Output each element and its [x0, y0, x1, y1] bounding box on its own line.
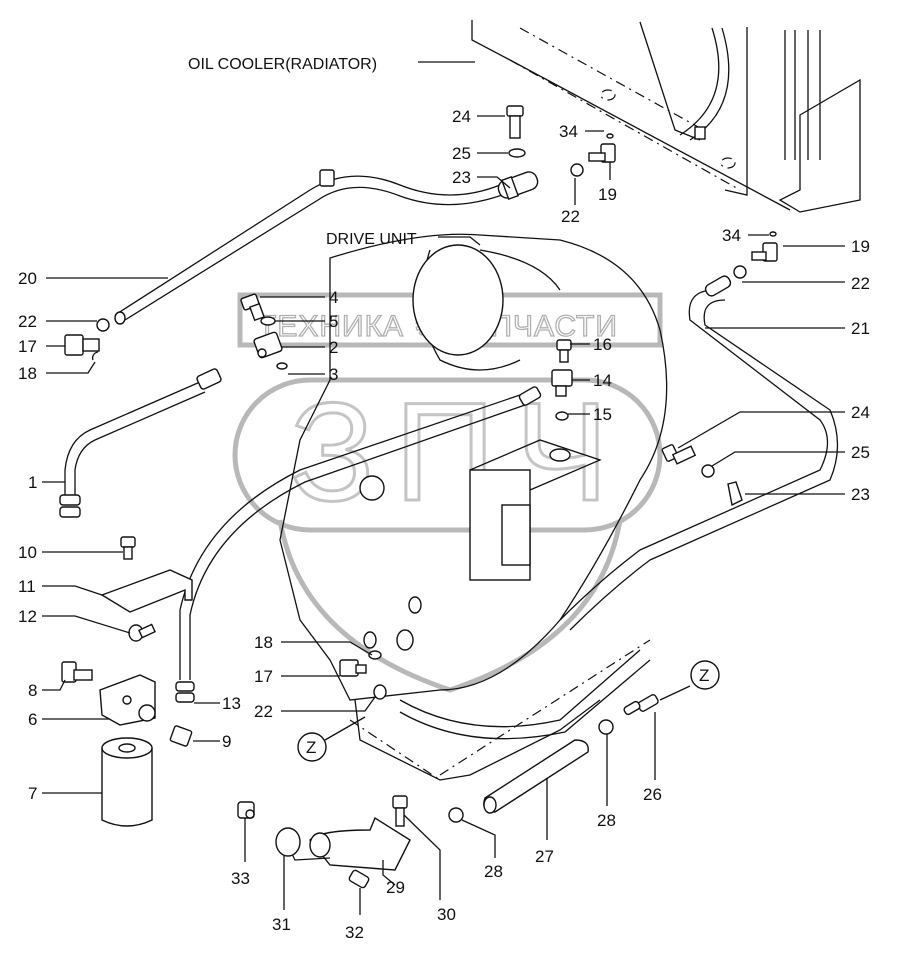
callout-34[interactable]: 34	[722, 226, 741, 245]
callout-34[interactable]: 34	[559, 122, 578, 141]
callout-33[interactable]: 33	[231, 869, 250, 888]
reference-marker-z-right-label: Z	[699, 666, 709, 685]
callout-8[interactable]: 8	[28, 681, 37, 700]
callout-29[interactable]: 29	[386, 878, 405, 897]
leader-lines	[42, 61, 845, 915]
callout-2[interactable]: 2	[329, 338, 338, 357]
callout-28[interactable]: 28	[484, 862, 503, 881]
reference-marker-z-left	[297, 732, 327, 762]
callout-24[interactable]: 24	[851, 403, 870, 422]
callout-15[interactable]: 15	[593, 405, 612, 424]
callout-3[interactable]: 3	[329, 365, 338, 384]
callout-18[interactable]: 18	[254, 633, 273, 652]
callout-30[interactable]: 30	[437, 905, 456, 924]
callout-1[interactable]: 1	[28, 473, 37, 492]
watermark-shield	[277, 519, 623, 693]
watermark: ТЕХНИКА ⚙ ЗАПЧАСТИ ЗПЧ	[232, 292, 663, 693]
callout-4[interactable]: 4	[329, 288, 338, 307]
components	[61, 105, 778, 889]
oil-cooler-radiator	[471, 20, 861, 213]
callout-5[interactable]: 5	[329, 312, 338, 331]
callout-23[interactable]: 23	[452, 168, 471, 187]
callout-24[interactable]: 24	[452, 107, 471, 126]
callout-19[interactable]: 19	[851, 237, 870, 256]
callouts: 24 25 23 22 34 19 34 19 22 21 20 22 17 1…	[18, 107, 870, 942]
callout-6[interactable]: 6	[28, 710, 37, 729]
callout-17[interactable]: 17	[254, 667, 273, 686]
callout-16[interactable]: 16	[593, 335, 612, 354]
callout-22[interactable]: 22	[851, 274, 870, 293]
callout-14[interactable]: 14	[593, 371, 612, 390]
callout-20[interactable]: 20	[18, 269, 37, 288]
callout-25[interactable]: 25	[452, 144, 471, 163]
callout-13[interactable]: 13	[222, 694, 241, 713]
callout-11[interactable]: 11	[18, 577, 36, 596]
watermark-logo-frame	[232, 377, 663, 533]
callout-23[interactable]: 23	[851, 485, 870, 504]
callout-17[interactable]: 17	[18, 337, 37, 356]
callout-21[interactable]: 21	[851, 319, 870, 338]
callout-19[interactable]: 19	[598, 185, 617, 204]
callout-9[interactable]: 9	[222, 732, 231, 751]
callout-22[interactable]: 22	[561, 207, 580, 226]
callout-25[interactable]: 25	[851, 443, 870, 462]
callout-10[interactable]: 10	[18, 543, 37, 562]
callout-22[interactable]: 22	[18, 312, 37, 331]
callout-7[interactable]: 7	[28, 784, 37, 803]
callout-32[interactable]: 32	[345, 923, 364, 942]
drive-unit	[279, 233, 668, 781]
hoses	[59, 169, 839, 740]
callout-18[interactable]: 18	[18, 364, 37, 383]
callout-22[interactable]: 22	[254, 702, 273, 721]
caption-oil-cooler: OIL COOLER(RADIATOR)	[188, 56, 377, 73]
caption-drive-unit: DRIVE UNIT	[326, 231, 417, 248]
callout-27[interactable]: 27	[535, 847, 554, 866]
callout-12[interactable]: 12	[18, 607, 37, 626]
callout-26[interactable]: 26	[643, 785, 662, 804]
watermark-logo: ЗПЧ	[290, 373, 629, 530]
callout-28[interactable]: 28	[597, 811, 616, 830]
reference-marker-z-left-label: Z	[306, 738, 316, 757]
callout-31[interactable]: 31	[272, 915, 291, 934]
reference-marker-z-right	[690, 660, 720, 690]
